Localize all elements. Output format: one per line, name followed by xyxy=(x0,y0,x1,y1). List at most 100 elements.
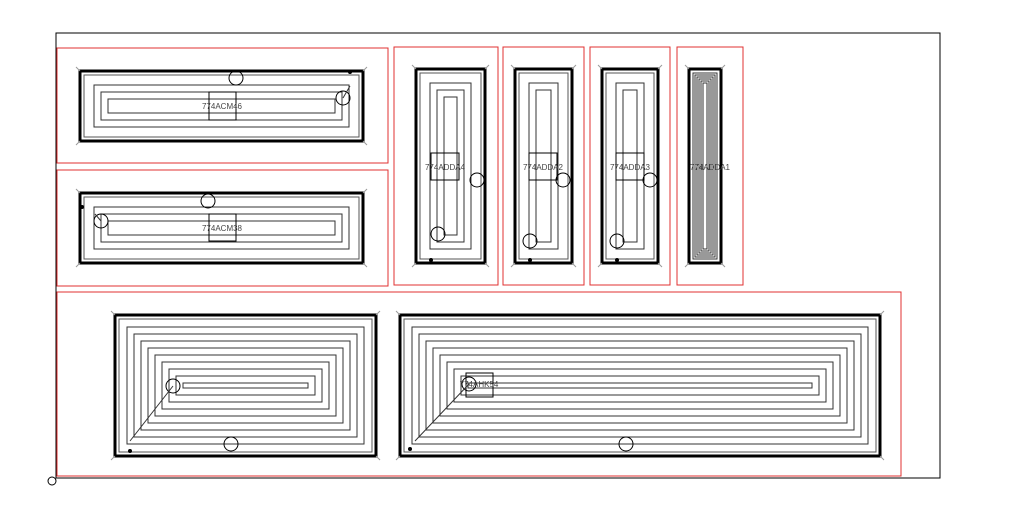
corner-tick xyxy=(395,455,401,461)
drawing-boundary xyxy=(55,32,941,479)
spiral-line xyxy=(467,382,813,389)
corner-tick xyxy=(75,140,81,146)
cabinet-inner-frame xyxy=(605,72,655,260)
connector-circle-icon xyxy=(609,233,625,249)
spiral-line xyxy=(439,354,841,417)
corner-tick xyxy=(362,140,368,146)
corner-tick xyxy=(375,455,381,461)
panel-label-774ADDA1: 774ADDA1 xyxy=(690,163,731,172)
spiral-line xyxy=(411,326,869,445)
spiral-line xyxy=(140,340,351,431)
spiral-line xyxy=(93,206,350,250)
corner-tick xyxy=(362,262,368,268)
lead-line xyxy=(129,385,174,442)
cabinet-frame xyxy=(414,67,487,265)
label-box xyxy=(528,152,558,181)
cabinet-inner-frame xyxy=(83,74,360,138)
corner-tick xyxy=(484,262,490,268)
spiral-line xyxy=(161,361,330,410)
connector-circle-icon xyxy=(461,376,477,392)
cabinet-inner-frame xyxy=(83,196,360,260)
corner-tick xyxy=(571,64,577,70)
spiral-line xyxy=(460,375,820,396)
anchor-dot-icon xyxy=(408,447,412,451)
corner-tick xyxy=(75,262,81,268)
corner-tick xyxy=(510,262,516,268)
corner-tick xyxy=(720,64,726,70)
spiral-line xyxy=(93,84,350,128)
spiral-line xyxy=(446,361,834,410)
panel-border xyxy=(502,46,585,286)
spiral-line xyxy=(175,375,316,396)
cabinet-inner-frame xyxy=(419,72,482,260)
cabinet-frame xyxy=(513,67,574,265)
spiral-line xyxy=(425,340,855,431)
corner-tick xyxy=(395,310,401,316)
connector-circle-icon xyxy=(522,233,538,249)
connector-circle-icon xyxy=(228,70,244,86)
corner-tick xyxy=(362,188,368,194)
corner-tick xyxy=(879,455,885,461)
spiral-line xyxy=(443,96,458,236)
origin-marker-icon xyxy=(47,476,57,486)
spiral-line xyxy=(154,354,337,417)
anchor-dot-icon xyxy=(80,205,84,209)
cabinet-frame xyxy=(113,313,378,458)
panel-border xyxy=(56,47,389,164)
connector-circle-icon xyxy=(200,193,216,209)
corner-tick xyxy=(411,64,417,70)
label-box xyxy=(430,152,460,181)
label-box xyxy=(465,372,494,398)
connector-circle-icon xyxy=(430,226,446,242)
anchor-dot-icon xyxy=(429,258,433,262)
spiral-line xyxy=(432,347,848,424)
corner-tick xyxy=(657,64,663,70)
corner-tick xyxy=(362,66,368,72)
corner-tick xyxy=(597,64,603,70)
panel-label-774ADDA2: 774ADDA2 xyxy=(523,163,564,172)
connector-circle-icon xyxy=(93,213,109,229)
spiral-line xyxy=(453,368,827,403)
corner-tick xyxy=(571,262,577,268)
corner-tick xyxy=(657,262,663,268)
corner-tick xyxy=(110,310,116,316)
corner-tick xyxy=(75,66,81,72)
corner-tick xyxy=(510,64,516,70)
connector-circle-icon xyxy=(618,436,634,452)
spiral-line xyxy=(694,74,716,258)
panel-label-774AHK54: 774AHK54 xyxy=(460,380,499,389)
cabinet-inner-frame xyxy=(518,72,569,260)
panel-border xyxy=(56,169,389,287)
spiral-line xyxy=(168,368,323,403)
lead-line xyxy=(342,85,351,99)
panel-border xyxy=(589,46,671,286)
corner-tick xyxy=(684,262,690,268)
spiral-line xyxy=(147,347,344,424)
panel-label-774ADDA4: 774ADDA4 xyxy=(425,163,466,172)
cabinet-frame xyxy=(687,67,723,265)
panel-label-774ACM38: 774ACM38 xyxy=(202,224,243,233)
spiral-line xyxy=(622,89,638,243)
lead-line xyxy=(414,383,470,442)
connector-circle-icon xyxy=(469,172,485,188)
spiral-line xyxy=(429,82,472,250)
cabinet-frame xyxy=(398,313,882,458)
cabinet-frame xyxy=(78,69,365,143)
cabinet-inner-frame xyxy=(118,318,373,453)
label-box xyxy=(208,91,237,121)
corner-tick xyxy=(375,310,381,316)
corner-tick xyxy=(597,262,603,268)
panel-border xyxy=(676,46,744,286)
corner-tick xyxy=(484,64,490,70)
panel-border xyxy=(56,291,902,477)
connector-circle-icon xyxy=(223,436,239,452)
spiral-line xyxy=(436,89,465,243)
anchor-dot-icon xyxy=(528,258,532,262)
panel-border xyxy=(393,46,499,286)
corner-tick xyxy=(684,64,690,70)
connector-circle-icon xyxy=(165,378,181,394)
corner-tick xyxy=(110,455,116,461)
spiral-line xyxy=(418,333,862,438)
spiral-line xyxy=(698,78,712,254)
